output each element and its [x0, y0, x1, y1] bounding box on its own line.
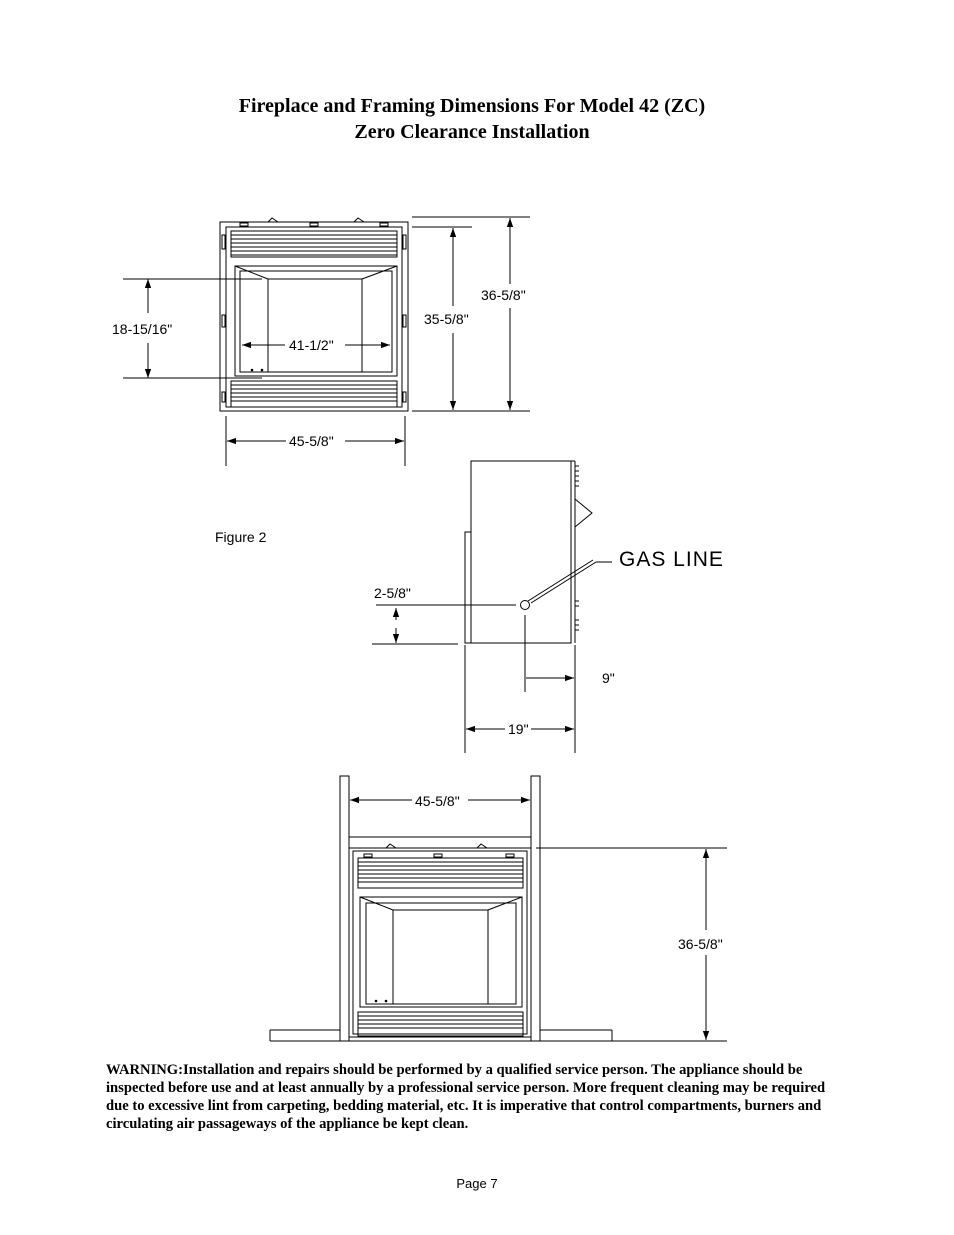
page-title-line-2: Zero Clearance Installation	[354, 121, 590, 143]
dim-label-total-width: 45-5/8"	[289, 433, 334, 449]
framing-studs	[269, 775, 613, 1042]
dim-opening-height	[123, 278, 262, 379]
header-beam	[348, 836, 532, 849]
bottom-louver	[230, 380, 398, 408]
framing-view	[269, 775, 727, 1042]
front-view	[123, 216, 530, 466]
firebox-opening	[234, 265, 398, 377]
dim-gas-offset	[524, 615, 576, 753]
dim-label-framing-width: 45-5/8"	[415, 793, 460, 809]
dim-label-gas-offset: 9"	[602, 670, 615, 686]
dim-framing-height	[536, 847, 727, 1042]
framed-fireplace	[348, 843, 532, 1038]
side-view	[372, 460, 612, 753]
dim-total-width	[225, 416, 406, 466]
figure-label: Figure 2	[215, 529, 267, 545]
warning-paragraph: WARNING:Installation and repairs should …	[106, 1062, 826, 1132]
dim-gas-height	[372, 604, 516, 645]
dim-label-framing-height: 36-5/8"	[678, 936, 723, 952]
top-louver	[230, 230, 398, 258]
dim-label-opening-width: 41-1/2"	[289, 337, 334, 353]
dim-label-depth: 19"	[508, 721, 529, 737]
fireplace-front-outline	[219, 217, 409, 412]
gas-line-connection	[520, 559, 612, 610]
dim-inner-height	[412, 226, 472, 410]
dim-label-inner-height: 35-5/8"	[424, 311, 469, 327]
dim-label-total-height: 36-5/8"	[481, 287, 526, 303]
dim-total-height	[412, 216, 530, 412]
dim-label-gas-height: 2-5/8"	[374, 585, 411, 601]
gas-line-label: GAS LINE	[619, 548, 724, 571]
page-number: Page 7	[456, 1176, 498, 1191]
page-title-line-1: Fireplace and Framing Dimensions For Mod…	[238, 95, 706, 117]
dim-label-opening-height: 18-15/16"	[112, 321, 172, 337]
fireplace-side-outline	[464, 460, 593, 644]
dim-depth	[464, 645, 574, 753]
